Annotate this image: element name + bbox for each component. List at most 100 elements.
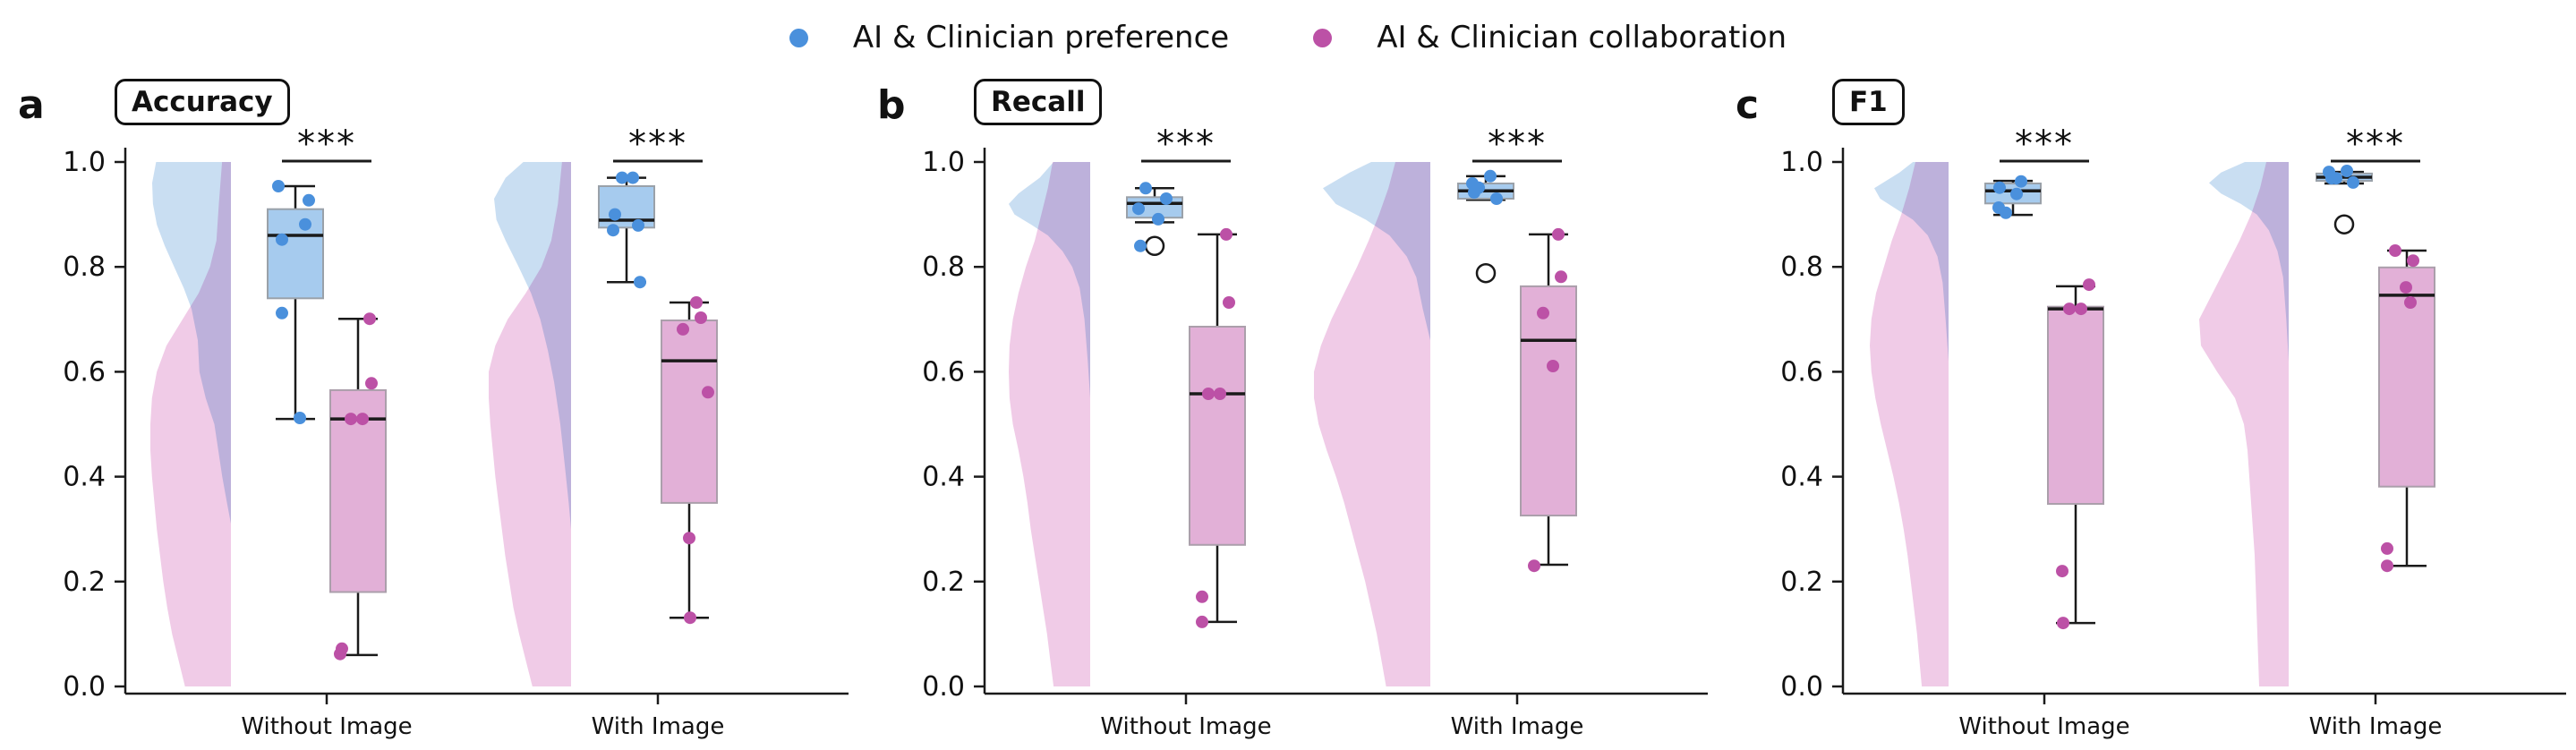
recall-plot: 0.00.20.40.60.81.0***Without Image***Wit… (922, 124, 1708, 740)
box-collaboration (329, 388, 387, 593)
box-group-collaboration (2047, 278, 2104, 630)
preference-dot-icon (789, 28, 808, 47)
data-point-preference (2010, 187, 2023, 200)
violin-collaboration (150, 162, 231, 686)
panel-title-f1: F1 (1832, 79, 1905, 125)
data-point-collaboration (2407, 254, 2419, 268)
significance-stars: *** (1488, 124, 1547, 165)
data-point-collaboration (2381, 541, 2393, 555)
panel-title-recall: Recall (974, 79, 1103, 125)
data-point-collaboration (1202, 388, 1215, 400)
data-point-preference (2347, 175, 2359, 189)
data-point-collaboration (365, 377, 378, 390)
y-tick-label: 0.0 (1780, 671, 1823, 703)
legend: AI & Clinician preference AI & Clinician… (0, 20, 2576, 55)
data-point-preference (1134, 239, 1147, 252)
data-point-collaboration (356, 413, 369, 426)
y-tick-label: 1.0 (922, 147, 965, 178)
y-tick-label: 0.4 (63, 462, 106, 493)
outlier-circle (2333, 214, 2355, 234)
y-tick-label: 0.8 (1780, 251, 1823, 283)
data-point-collaboration (1547, 360, 1559, 372)
data-point-collaboration (1214, 388, 1226, 400)
violin-collaboration (1870, 162, 1949, 686)
box-collaboration (661, 320, 718, 504)
x-tick-label: Without Image (1958, 713, 2129, 740)
data-point-collaboration (334, 647, 346, 661)
data-point-preference (272, 180, 285, 192)
y-tick-label: 0.6 (63, 356, 106, 388)
violin-collaboration (1314, 162, 1430, 686)
y-tick-label: 0.8 (63, 251, 106, 283)
y-tick-label: 0.4 (922, 462, 965, 493)
data-point-preference (634, 276, 646, 289)
violin-collaboration (489, 162, 571, 686)
box-group-preference (598, 171, 655, 289)
violin-preference (152, 162, 231, 524)
box-group-preference (1984, 175, 2042, 219)
box-collaboration (1189, 326, 1246, 546)
data-point-preference (276, 233, 288, 246)
box-group-collaboration (661, 296, 718, 625)
significance-stars: *** (1156, 124, 1215, 165)
y-tick-label: 0.6 (1780, 356, 1823, 388)
y-tick-label: 0.2 (1780, 567, 1823, 598)
data-point-collaboration (2389, 244, 2401, 257)
data-point-preference (1132, 202, 1145, 216)
y-tick-label: 1.0 (1780, 147, 1823, 178)
data-point-collaboration (345, 413, 357, 426)
x-tick-label: Without Image (241, 713, 412, 740)
x-tick-label: With Image (1451, 713, 1584, 740)
data-point-preference (1152, 212, 1164, 226)
panel-title-accuracy: Accuracy (115, 79, 290, 125)
data-point-preference (616, 171, 628, 184)
x-tick-label: Without Image (1100, 713, 1271, 740)
x-tick-label: With Image (592, 713, 725, 740)
box-group-collaboration (1520, 227, 1577, 573)
data-point-preference (1468, 186, 1480, 199)
data-point-preference (1993, 181, 2006, 194)
data-point-collaboration (2083, 278, 2095, 292)
data-point-collaboration (1220, 227, 1233, 241)
significance-stars: *** (628, 124, 687, 165)
y-tick-label: 0.6 (922, 356, 965, 388)
significance-stars: *** (2346, 124, 2405, 165)
box-collaboration (1520, 285, 1577, 516)
data-point-collaboration (2056, 565, 2068, 578)
data-point-preference (1160, 192, 1173, 205)
data-point-collaboration (695, 311, 707, 324)
legend-label-preference: AI & Clinician preference (852, 20, 1230, 55)
data-point-collaboration (363, 312, 376, 326)
data-point-collaboration (1555, 270, 1567, 284)
y-tick-label: 0.2 (63, 567, 106, 598)
data-point-preference (1484, 169, 1497, 183)
legend-item-collaboration: AI & Clinician collaboration (1313, 20, 1787, 55)
data-point-collaboration (2057, 617, 2069, 630)
box-group-collaboration (2378, 244, 2435, 573)
violin-collaboration (2199, 162, 2289, 686)
data-point-preference (2015, 175, 2027, 188)
significance-stars: *** (2015, 124, 2074, 165)
box-group-collaboration (1189, 227, 1246, 628)
y-tick-label: 1.0 (63, 147, 106, 178)
data-point-preference (1139, 182, 1152, 195)
data-point-collaboration (684, 611, 696, 625)
data-point-collaboration (683, 532, 695, 545)
collaboration-dot-icon (1313, 28, 1333, 47)
box-preference (267, 208, 324, 300)
f1-plot: 0.00.20.40.60.81.0***Without Image***Wit… (1780, 124, 2566, 740)
data-point-collaboration (1528, 559, 1540, 573)
data-point-preference (276, 306, 288, 320)
box-collaboration (2047, 305, 2104, 506)
data-point-preference (303, 193, 315, 207)
data-point-preference (632, 218, 644, 232)
box-group-preference (1457, 169, 1514, 284)
panel-letter-b: b (877, 82, 906, 128)
data-point-preference (2341, 165, 2353, 177)
data-point-collaboration (2075, 303, 2087, 316)
box-group-collaboration (329, 312, 387, 661)
data-point-preference (1490, 192, 1503, 205)
